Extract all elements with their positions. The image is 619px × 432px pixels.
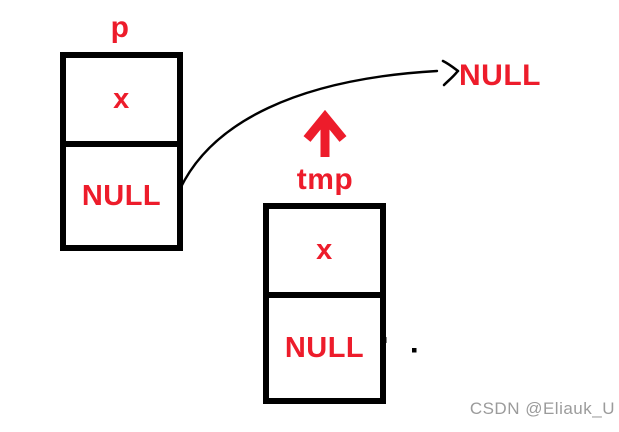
node-tmp-label: tmp <box>296 163 354 196</box>
stray-dot <box>412 348 417 353</box>
node-tmp-data-cell: x <box>269 209 380 298</box>
node-p-label: p <box>110 11 130 44</box>
node-tmp-box: x NULL <box>263 203 386 404</box>
node-p-box: x NULL <box>60 52 183 251</box>
csdn-watermark: CSDN @Eliauk_U <box>469 399 615 418</box>
null-target-label: NULL <box>459 59 541 92</box>
tmp-up-arrow-head <box>303 109 347 142</box>
node-p-data-cell: x <box>66 58 177 147</box>
node-p-next-cell: NULL <box>81 179 162 212</box>
node-tmp-next-cell: NULL <box>284 331 365 364</box>
p-next-pointer-arrowhead <box>441 59 460 87</box>
